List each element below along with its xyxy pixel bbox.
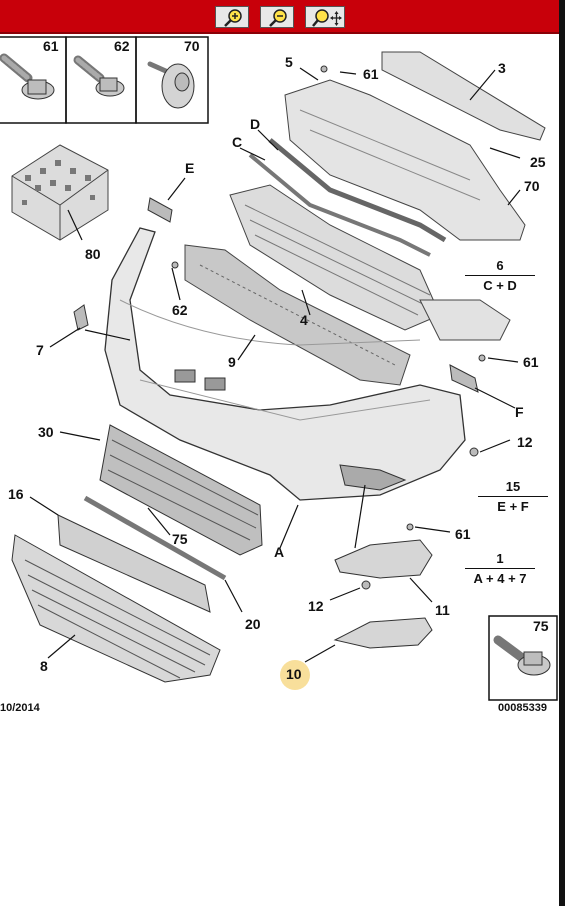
callout-3[interactable]: 3: [498, 60, 506, 76]
part-75-shape: [83, 495, 227, 581]
callout-e[interactable]: E: [185, 160, 195, 176]
callout-25[interactable]: 25: [530, 154, 546, 170]
assembly-15[interactable]: 15 E + F: [478, 479, 548, 514]
part-10-shape: [333, 617, 433, 649]
callout-d[interactable]: D: [250, 116, 261, 132]
bolt-75-icon: [493, 635, 551, 676]
assembly-1-parts: A + 4 + 7: [473, 571, 527, 586]
callout-11[interactable]: 11: [435, 602, 450, 618]
zoom-out-button[interactable]: [260, 6, 294, 28]
assembly-6-parts: C + D: [483, 278, 517, 293]
callout-7[interactable]: 7: [36, 342, 44, 358]
part-d-shape: [268, 138, 447, 243]
part-5-shape: [284, 79, 526, 241]
clip-kit-80-icon: [11, 144, 109, 241]
pan-button[interactable]: [305, 6, 345, 28]
pan-icon: [312, 9, 342, 27]
callout-9[interactable]: 9: [228, 354, 236, 370]
part-8-shape: [11, 534, 221, 683]
diagram-date: 10/2014: [0, 702, 40, 714]
callout-70-box[interactable]: 70: [184, 38, 200, 54]
callout-4[interactable]: 4: [300, 312, 308, 328]
callout-8[interactable]: 8: [40, 658, 48, 674]
fraction-line: [465, 275, 535, 276]
screw-box-75: [488, 615, 558, 701]
bolt-62-icon: [73, 55, 125, 97]
parts-diagram: 61 62 70 75 80 E D C 5 61 3 25 70 62 4 7…: [0, 34, 559, 724]
part-c-shape: [248, 153, 431, 257]
diagram-drawing: [0, 36, 558, 701]
toolbar: [0, 0, 560, 34]
assembly-6-number: 6: [496, 258, 504, 273]
fraction-line: [478, 496, 548, 497]
callout-5[interactable]: 5: [285, 54, 293, 70]
part-3-shape: [381, 51, 546, 141]
bumper-a-shape: [104, 227, 466, 501]
bolt-61-icon: [0, 53, 55, 100]
callout-61c[interactable]: 61: [455, 526, 471, 542]
callout-75-box[interactable]: 75: [533, 618, 549, 634]
part-16-shape: [57, 514, 211, 613]
zoom-in-button[interactable]: [215, 6, 249, 28]
assembly-15-number: 15: [505, 479, 521, 494]
callout-61a[interactable]: 61: [363, 66, 379, 82]
assembly-15-parts: E + F: [497, 499, 529, 514]
callout-75[interactable]: 75: [172, 531, 188, 547]
callout-30[interactable]: 30: [38, 424, 54, 440]
highlight-marker: [280, 660, 310, 690]
callout-12a[interactable]: 12: [517, 434, 533, 450]
assembly-1-number: 1: [496, 551, 504, 566]
fraction-line: [465, 568, 535, 569]
assembly-6[interactable]: 6 C + D: [465, 258, 535, 293]
screw-box-group: [0, 36, 209, 124]
zoom-out-icon: [269, 9, 287, 27]
callout-62[interactable]: 62: [172, 302, 188, 318]
callout-20[interactable]: 20: [245, 616, 261, 632]
scrollbar[interactable]: [559, 0, 565, 906]
callout-70[interactable]: 70: [524, 178, 540, 194]
callout-62-box[interactable]: 62: [114, 38, 130, 54]
callout-61b[interactable]: 61: [523, 354, 539, 370]
callout-10[interactable]: 10: [286, 666, 302, 682]
part-11-shape: [334, 539, 433, 579]
callout-80[interactable]: 80: [85, 246, 101, 262]
callout-12b[interactable]: 12: [308, 598, 324, 614]
callout-16[interactable]: 16: [8, 486, 24, 502]
callout-f[interactable]: F: [515, 404, 524, 420]
callout-c[interactable]: C: [232, 134, 243, 150]
diagram-reference: 00085339: [498, 702, 547, 714]
callout-a[interactable]: A: [274, 544, 285, 560]
screw-70-icon: [147, 61, 195, 109]
zoom-in-icon: [224, 9, 242, 27]
assembly-1[interactable]: 1 A + 4 + 7: [465, 551, 535, 586]
callout-61-box[interactable]: 61: [43, 38, 59, 54]
